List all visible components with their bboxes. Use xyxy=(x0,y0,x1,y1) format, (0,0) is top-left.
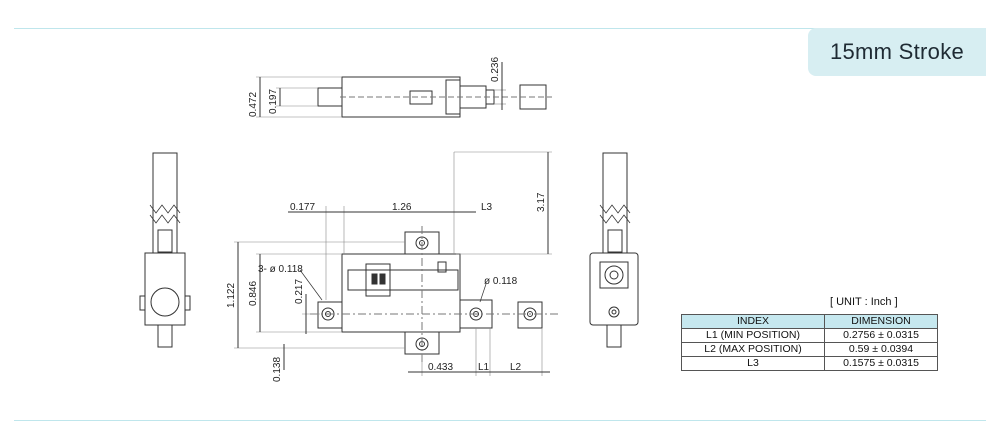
dim-bottom-433: 0.433 xyxy=(428,362,453,373)
dim-holes: 3- ø 0.118 xyxy=(258,264,303,275)
dim-length: 1.26 xyxy=(392,202,412,213)
dim-l3: L3 xyxy=(481,202,493,213)
dimension-table: INDEX DIMENSION L1 (MIN POSITION) 0.2756… xyxy=(681,314,938,371)
dim-height-217: 0.217 xyxy=(294,279,305,304)
table-cell-dimension: 0.2756 ± 0.0315 xyxy=(824,328,938,343)
table-header-dimension: DIMENSION xyxy=(824,314,938,329)
dim-height-total: 1.122 xyxy=(226,283,237,308)
table-header-row: INDEX DIMENSION xyxy=(681,314,938,329)
bottom-divider xyxy=(14,420,986,421)
dim-height-846: 0.846 xyxy=(248,281,259,306)
table-cell-dimension: 0.1575 ± 0.0315 xyxy=(824,356,938,371)
stroke-badge: 15mm Stroke xyxy=(808,28,986,76)
table-cell-index: L2 (MAX POSITION) xyxy=(681,342,825,357)
top-view xyxy=(256,62,552,118)
table-row: L1 (MIN POSITION) 0.2756 ± 0.0315 xyxy=(681,328,938,343)
dim-top-height: 0.472 xyxy=(248,92,259,117)
right-side-view xyxy=(589,152,639,348)
dim-offset-138: 0.138 xyxy=(272,357,283,382)
table-cell-index: L3 xyxy=(681,356,825,371)
dim-gap-left: 0.177 xyxy=(290,202,315,213)
unit-label: [ UNIT : Inch ] xyxy=(830,296,898,308)
dim-top-rod: 0.236 xyxy=(490,57,501,82)
front-view xyxy=(234,151,560,376)
dim-vertical-317: 3.17 xyxy=(536,192,547,212)
table-cell-dimension: 0.59 ± 0.0394 xyxy=(824,342,938,357)
dim-l1: L1 xyxy=(478,362,490,373)
left-side-view xyxy=(139,152,191,348)
table-cell-index: L1 (MIN POSITION) xyxy=(681,328,825,343)
top-divider xyxy=(14,28,986,29)
table-row: L3 0.1575 ± 0.0315 xyxy=(681,356,938,371)
dim-l2: L2 xyxy=(510,362,522,373)
dim-hole-right: ø 0.118 xyxy=(484,276,518,287)
dim-top-inner: 0.197 xyxy=(268,89,279,114)
stroke-badge-label: 15mm Stroke xyxy=(829,39,965,64)
table-row: L2 (MAX POSITION) 0.59 ± 0.0394 xyxy=(681,342,938,357)
table-header-index: INDEX xyxy=(681,314,825,329)
